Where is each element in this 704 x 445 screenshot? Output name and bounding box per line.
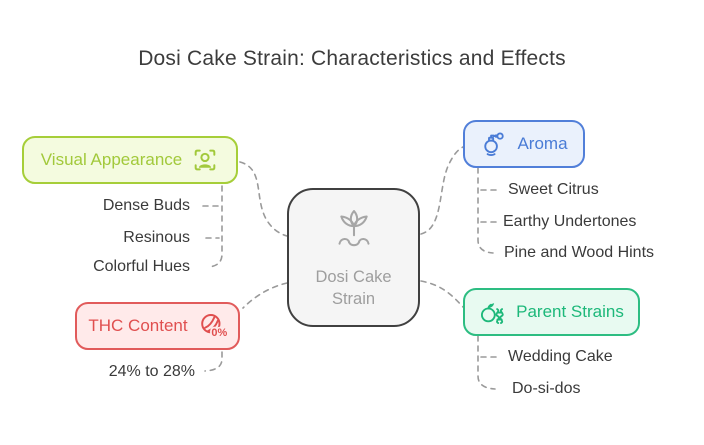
branch-label-aroma: Aroma xyxy=(517,134,568,153)
connector-thc-children-spine xyxy=(204,351,223,372)
connector-aroma-children-spine xyxy=(477,167,494,254)
branch-node-parent-strains: Parent Strains xyxy=(463,288,640,336)
seedling-icon xyxy=(325,205,383,263)
connector-va-children-spine xyxy=(207,185,223,268)
branch-item-do-si-dos: Do-si-dos xyxy=(512,380,581,397)
central-node-label: Dosi Cake Strain xyxy=(315,268,392,308)
connector-thc-to-center xyxy=(242,282,288,309)
branch-item-thc-range: 24% to 28% xyxy=(108,363,195,380)
fruit-dna-icon xyxy=(479,298,507,326)
page-title: Dosi Cake Strain: Characteristics and Ef… xyxy=(138,47,566,70)
branch-item-earthy-undertones: Earthy Undertones xyxy=(503,213,637,230)
branch-item-dense-buds: Dense Buds xyxy=(102,197,190,214)
branch-item-pine-wood-hints: Pine and Wood Hints xyxy=(504,244,655,261)
central-node-dosi-cake-strain: Dosi Cake Strain xyxy=(287,188,420,327)
branch-item-colorful-hues: Colorful Hues xyxy=(93,258,190,275)
perfume-atomizer-icon xyxy=(480,130,508,158)
connector-center-to-parent xyxy=(420,280,464,308)
percentage-icon: 0% xyxy=(197,311,227,341)
connector-center-to-aroma xyxy=(420,146,464,235)
branch-label-thc-content: THC Content xyxy=(88,316,188,335)
face-scan-icon xyxy=(191,146,219,174)
branch-node-aroma: Aroma xyxy=(463,120,585,168)
branch-node-thc-content: THC Content 0% xyxy=(75,302,240,350)
connector-parent-children-spine xyxy=(477,335,496,390)
branch-label-visual-appearance: Visual Appearance xyxy=(40,150,183,169)
branch-label-parent-strains: Parent Strains xyxy=(516,302,624,321)
branch-item-wedding-cake: Wedding Cake xyxy=(508,348,613,365)
connector-va-to-center xyxy=(239,161,288,237)
branch-node-visual-appearance: Visual Appearance xyxy=(22,136,238,184)
branch-item-resinous: Resinous xyxy=(123,229,190,246)
svg-text:0%: 0% xyxy=(211,327,227,339)
branch-item-sweet-citrus: Sweet Citrus xyxy=(508,181,599,198)
